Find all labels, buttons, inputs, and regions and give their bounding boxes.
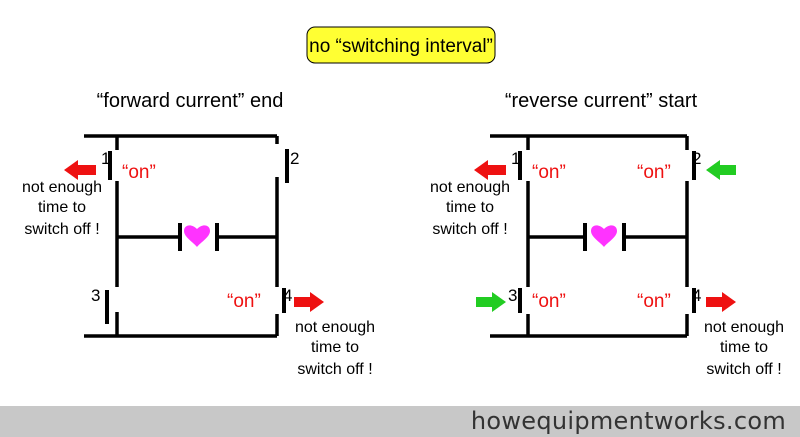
right-note-left-line-1: not enough bbox=[430, 179, 510, 196]
footer-bar: howequipmentworks.com bbox=[0, 406, 800, 437]
heart-icon bbox=[591, 225, 617, 247]
right-note-right-line-2: time to bbox=[720, 339, 768, 356]
h-bridge-diagram: no “switching interval” “forward current… bbox=[22, 26, 784, 378]
banner-box bbox=[306, 26, 496, 64]
left-note-left-line-1: not enough bbox=[22, 179, 102, 196]
footer-site-name: howequipmentworks.com bbox=[470, 407, 786, 435]
right-switch-1-number: 1 bbox=[511, 149, 520, 168]
left-note-right-line-2: time to bbox=[311, 339, 359, 356]
right-note-right-line-1: not enough bbox=[704, 319, 784, 336]
right-note-right-line-3: switch off ! bbox=[706, 361, 781, 378]
right-on-label-4: “on” bbox=[637, 291, 671, 312]
left-on-label-4: “on” bbox=[227, 291, 261, 312]
left-switch-4-number: 4 bbox=[283, 286, 292, 305]
right-circuit-wires bbox=[490, 134, 689, 338]
right-title: “reverse current” start bbox=[505, 90, 698, 112]
banner-text: no “switching interval” bbox=[309, 36, 493, 57]
left-note-right: not enough time to switch off ! bbox=[295, 319, 375, 378]
left-on-label-1: “on” bbox=[122, 162, 156, 183]
left-note-left-line-2: time to bbox=[38, 199, 86, 216]
left-red-arrow-right bbox=[294, 292, 324, 312]
left-circuit-wires bbox=[84, 134, 279, 338]
right-note-left-line-3: switch off ! bbox=[432, 221, 507, 238]
right-red-arrow-left bbox=[474, 160, 506, 180]
left-note-left-line-3: switch off ! bbox=[24, 221, 99, 238]
right-switch-4-number: 4 bbox=[692, 286, 701, 305]
right-note-left: not enough time to switch off ! bbox=[430, 179, 510, 238]
left-note-left: not enough time to switch off ! bbox=[22, 179, 102, 238]
right-on-label-3: “on” bbox=[532, 291, 566, 312]
right-note-left-line-2: time to bbox=[446, 199, 494, 216]
left-switch-2-number: 2 bbox=[290, 149, 299, 168]
left-switch-1-number: 1 bbox=[101, 149, 110, 168]
right-switch-3-number: 3 bbox=[508, 286, 517, 305]
right-switch-2-number: 2 bbox=[692, 149, 701, 168]
right-red-arrow-right bbox=[706, 292, 736, 312]
right-green-arrow-left bbox=[706, 160, 736, 180]
left-switch-3-number: 3 bbox=[91, 286, 100, 305]
left-title: “forward current” end bbox=[97, 90, 284, 112]
right-on-label-2: “on” bbox=[637, 162, 671, 183]
right-green-arrow-right bbox=[476, 292, 506, 312]
heart-icon bbox=[184, 225, 210, 247]
left-note-right-line-3: switch off ! bbox=[297, 361, 372, 378]
right-note-right: not enough time to switch off ! bbox=[704, 319, 784, 378]
left-red-arrow-left bbox=[64, 160, 96, 180]
right-on-label-1: “on” bbox=[532, 162, 566, 183]
right-switch-contacts bbox=[518, 151, 696, 313]
left-note-right-line-1: not enough bbox=[295, 319, 375, 336]
left-switch-contacts bbox=[105, 149, 289, 324]
